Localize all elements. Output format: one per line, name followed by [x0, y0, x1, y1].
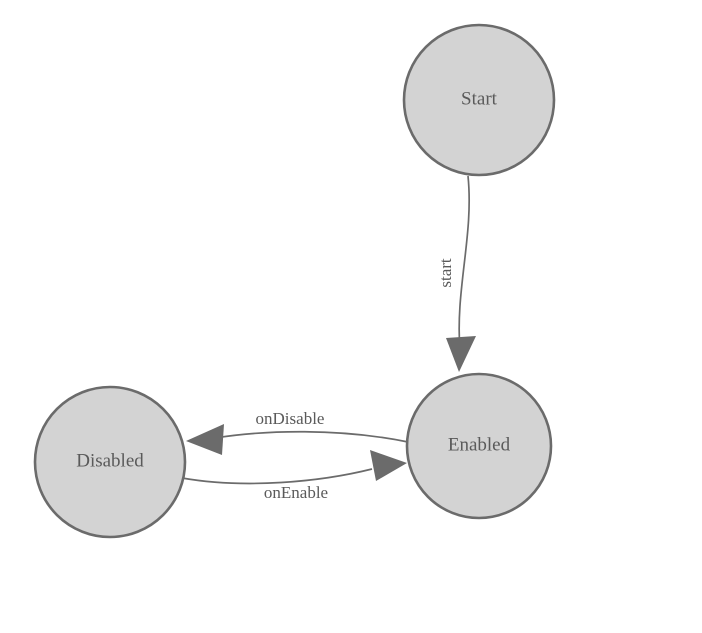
edge-start[interactable]: start	[436, 175, 476, 372]
state-node-disabled-circle	[33, 385, 187, 539]
edge-on-disable-label: onDisable	[256, 409, 325, 428]
edge-on-enable[interactable]: onEnable	[181, 450, 407, 502]
state-node-enabled-circle	[405, 372, 553, 520]
edge-start-label: start	[436, 258, 455, 288]
state-node-enabled-label: Enabled	[448, 434, 511, 455]
state-node-start-label: Start	[461, 88, 498, 109]
state-node-start-circle	[402, 23, 556, 177]
edge-start-arrowhead	[446, 336, 476, 372]
state-node-enabled[interactable]: Enabled	[405, 372, 553, 520]
edge-start-path	[458, 175, 471, 351]
edge-on-disable-path	[214, 430, 409, 443]
edge-on-enable-arrowhead	[370, 450, 407, 481]
state-node-start[interactable]: Start	[402, 23, 556, 177]
edge-on-enable-label: onEnable	[264, 483, 328, 502]
state-node-disabled[interactable]: Disabled	[33, 385, 187, 539]
edge-on-enable-path	[181, 468, 373, 485]
edge-on-disable-arrowhead	[186, 424, 224, 455]
state-node-disabled-label: Disabled	[76, 450, 144, 471]
edge-on-disable[interactable]: onDisable	[186, 409, 409, 455]
